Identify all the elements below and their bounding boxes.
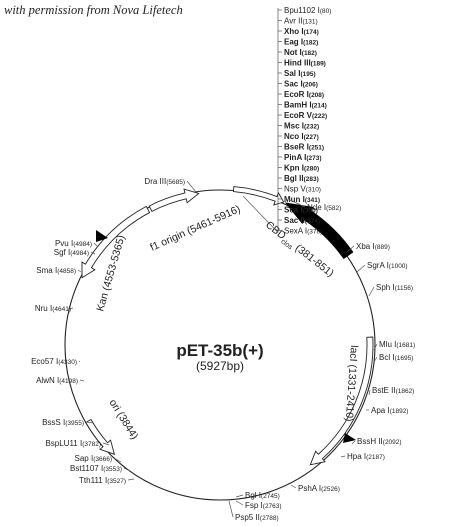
site-label: Avr II(131) xyxy=(284,17,318,26)
site-label: Fsp I(2763) xyxy=(245,501,282,510)
site-label: Hind III(189) xyxy=(284,59,326,68)
site-label: BspLU11 I(3782) xyxy=(45,439,101,448)
site-label: Apa I(1892) xyxy=(371,406,408,415)
site-label: Bgl I(2745) xyxy=(245,491,280,500)
site-label: PshA I(2526) xyxy=(298,484,340,493)
site-label: Bgl II(283) xyxy=(284,174,319,183)
f1-feature-arrow xyxy=(148,188,200,212)
site-label: BstE II(1862) xyxy=(372,386,414,395)
site-label: BseR I(251) xyxy=(284,143,324,152)
site-label: Pvu I(4984) xyxy=(55,239,92,248)
mcs-site-list: Bpu1102 I(80) Avr II(131)Xho I(174) Eag I(… xyxy=(242,6,331,236)
site-label: Nsp V(310) xyxy=(284,185,321,194)
site-label: Sap I(3666) xyxy=(75,454,112,463)
ori-label: ori (3844) xyxy=(106,397,140,441)
site-label: Kpn I(280) xyxy=(284,164,319,173)
site-label: Xba I(889) xyxy=(356,242,390,251)
site-label: Sac I(206) xyxy=(284,80,318,89)
watermark: with permission from Nova Lifetech xyxy=(4,3,183,17)
kan-feature-arrow xyxy=(81,205,151,279)
site-label: Nde I(582) xyxy=(307,203,341,212)
site-label: PinA I(273) xyxy=(284,153,322,162)
site-label: Bcl I(1695) xyxy=(379,353,413,362)
site-label: SexA I(378) xyxy=(284,227,322,236)
t7-arrow xyxy=(232,186,285,206)
site-label: Not I(182) xyxy=(284,48,317,57)
laci-direction-marker xyxy=(343,433,356,443)
site-label: Eag I(182) xyxy=(284,38,318,47)
site-label: Tth111 I(3527) xyxy=(79,476,126,485)
site-label: BssH II(2092) xyxy=(357,437,402,446)
site-label: BssS I(3955) xyxy=(42,418,84,427)
site-label: Sca I(350) xyxy=(284,206,318,215)
plasmid-backbone xyxy=(64,189,376,501)
site-label: Mlu I(1681) xyxy=(379,340,415,349)
cbd-feature-arrow xyxy=(284,202,354,260)
outer-site-list: Nde I(582) Xba I(889) SgrA I(1000) Sph I(11… xyxy=(31,177,415,522)
site-label: Sgf I(4984) xyxy=(54,248,89,257)
plasmid-size: (5927bp) xyxy=(196,359,244,373)
plasmid-name: pET-35b(+) xyxy=(176,341,263,360)
laci-label: lacI (1331-2410) xyxy=(343,345,360,422)
ori-feature-arrow xyxy=(85,418,116,456)
site-label: Sph I(1156) xyxy=(376,283,413,292)
kan-direction-marker xyxy=(96,230,108,242)
site-label: EcoR V(222) xyxy=(284,111,327,120)
site-label: Nco I(227) xyxy=(284,132,319,141)
site-label: EcoR I(208) xyxy=(284,90,324,99)
site-label: BamH I(214) xyxy=(284,101,327,110)
site-label: Sal I(195) xyxy=(284,69,316,78)
site-label: Xho I(174) xyxy=(284,27,319,36)
site-label: Msc I(232) xyxy=(284,122,319,131)
site-label: Bst1107 I(3553) xyxy=(70,464,122,473)
site-label: Sac II(374) xyxy=(284,216,320,225)
site-label: Hpa I(2187) xyxy=(347,452,385,461)
site-label: AlwN I(4198) xyxy=(36,376,78,385)
f1-label: f1 origin (5461-5916) xyxy=(148,203,242,254)
site-label: Eco57 I(4330) xyxy=(31,357,77,366)
site-label: Mun I(341) xyxy=(284,195,320,204)
laci-feature-arrow xyxy=(309,336,374,466)
site-label: Bpu1102 I(80) xyxy=(284,6,331,15)
site-label: Psp5 II(2788) xyxy=(235,513,279,522)
site-label: Sma I(4858) xyxy=(36,266,76,275)
site-label: Nru I(4641) xyxy=(35,304,71,313)
site-label: Dra III(5685) xyxy=(144,177,185,186)
site-label: SgrA I(1000) xyxy=(367,261,408,270)
